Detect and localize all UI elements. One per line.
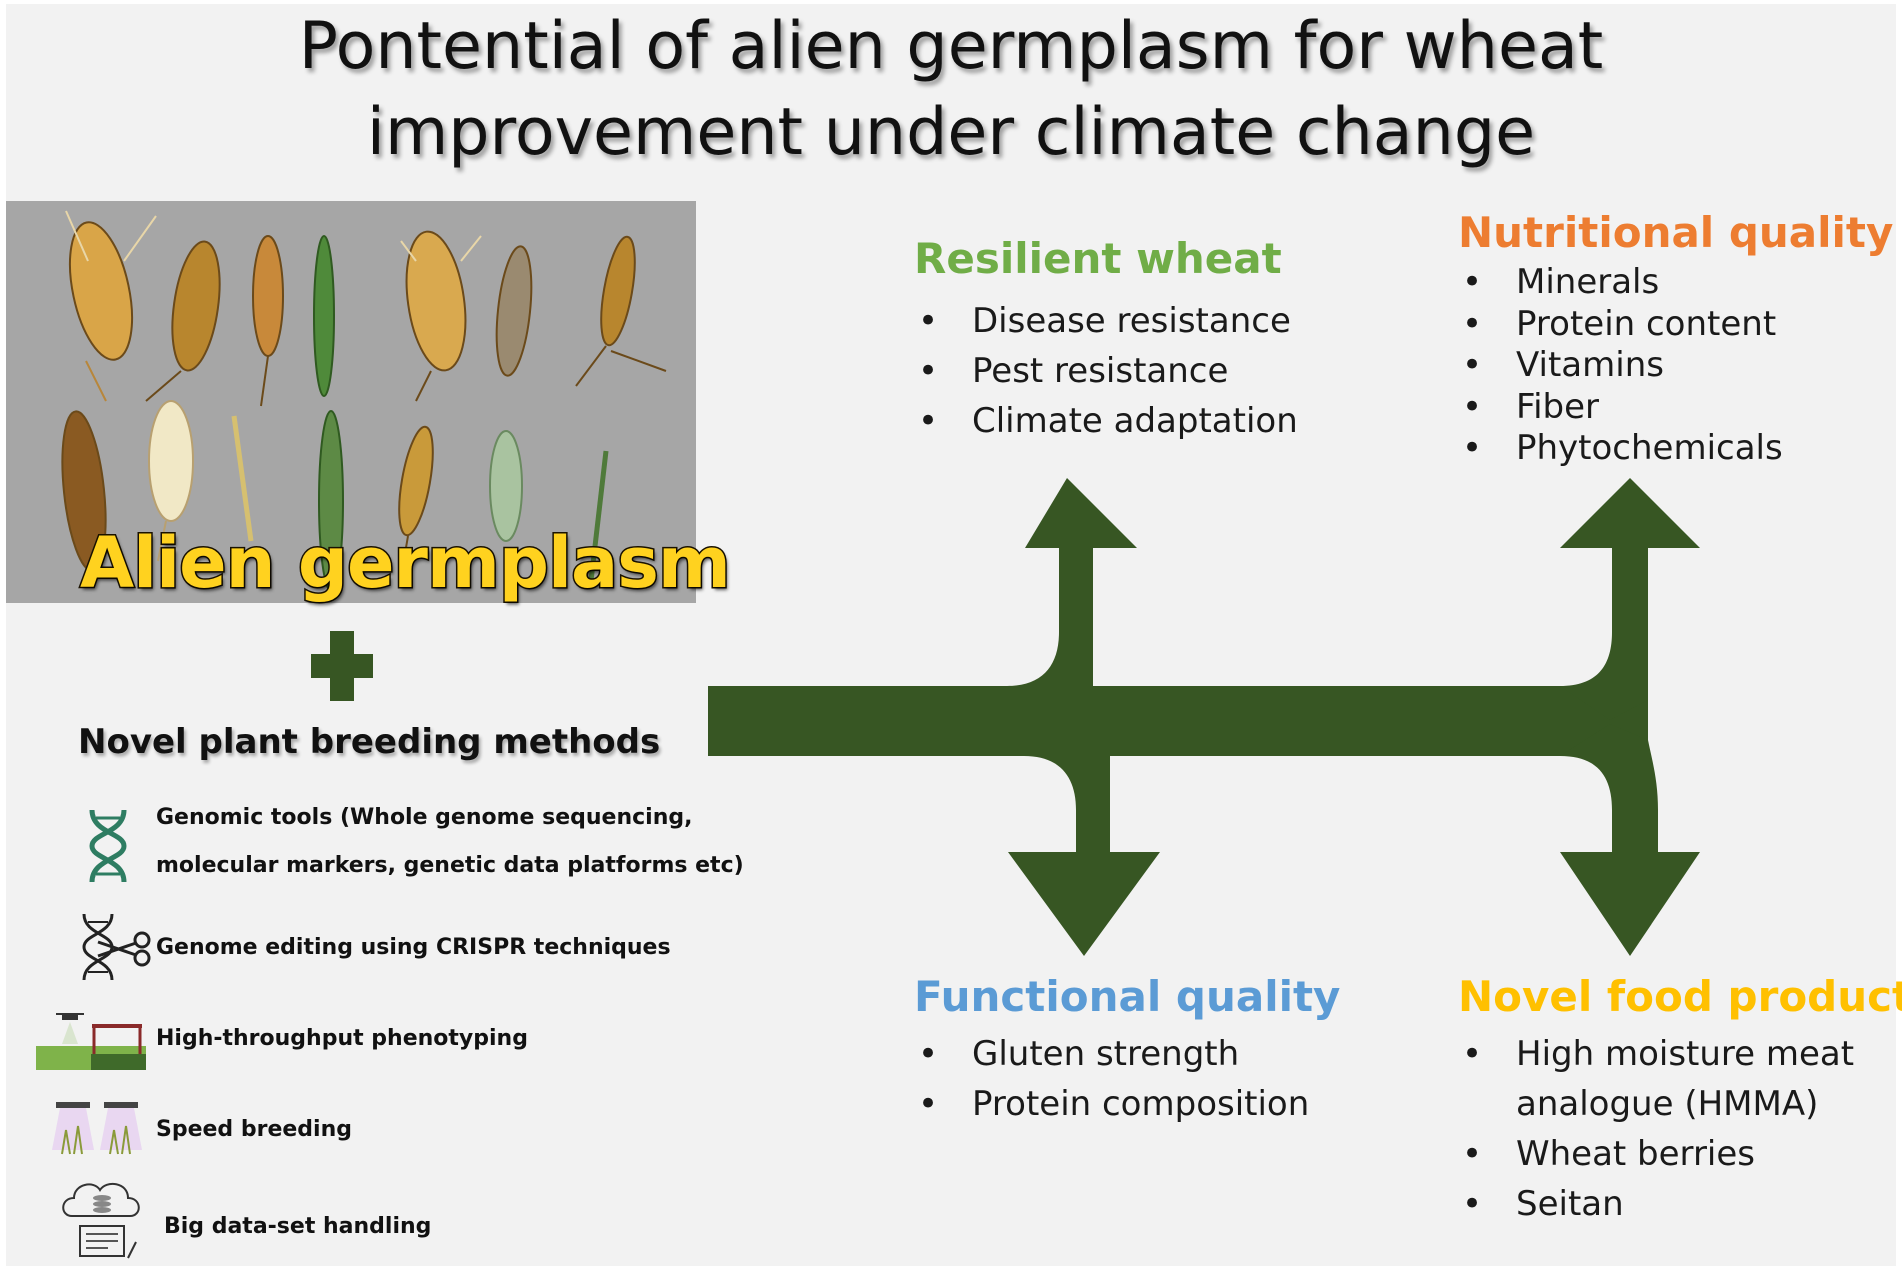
list-item: Vitamins bbox=[1456, 345, 1783, 387]
resilient-wheat-title: Resilient wheat bbox=[914, 234, 1282, 283]
alien-germplasm-label: Alien germplasm bbox=[79, 521, 733, 606]
cloud-database-icon bbox=[62, 1182, 140, 1259]
list-item: Protein content bbox=[1456, 304, 1783, 346]
methods-title: Novel plant breeding methods bbox=[78, 722, 661, 762]
alien-germplasm-photo bbox=[6, 201, 696, 603]
list-item: Phytochemicals bbox=[1456, 428, 1783, 470]
list-item: Protein composition bbox=[912, 1079, 1309, 1129]
dna-icon bbox=[89, 809, 127, 883]
page-title: Pontential of alien germplasm for wheat … bbox=[0, 4, 1902, 176]
list-item: High moisture meat bbox=[1456, 1029, 1854, 1079]
plus-icon bbox=[311, 631, 373, 701]
drone-field-icon bbox=[36, 1013, 146, 1070]
method-genome-editing: Genome editing using CRISPR techniques bbox=[156, 935, 671, 960]
list-item: Gluten strength bbox=[912, 1029, 1309, 1079]
nutritional-quality-title: Nutritional quality bbox=[1458, 208, 1894, 257]
list-item: Disease resistance bbox=[912, 296, 1298, 346]
list-item: Minerals bbox=[1456, 262, 1783, 304]
arrow-trunk bbox=[708, 686, 1648, 756]
grow-lights-icon bbox=[52, 1102, 142, 1155]
list-item: Seitan bbox=[1456, 1179, 1854, 1229]
list-item-continuation: analogue (HMMA) bbox=[1516, 1084, 1819, 1124]
resilient-wheat-list: Disease resistance Pest resistance Clima… bbox=[912, 296, 1298, 446]
method-phenotyping: High-throughput phenotyping bbox=[156, 1026, 528, 1051]
novel-food-products-list: High moisture meat analogue (HMMA) Wheat… bbox=[1456, 1029, 1854, 1229]
novel-food-products-title: Novel food products bbox=[1458, 972, 1902, 1021]
list-item: Pest resistance bbox=[912, 346, 1298, 396]
list-item: Wheat berries bbox=[1456, 1129, 1854, 1179]
arrow-up-resilient bbox=[1007, 478, 1137, 686]
arrow-down-functional bbox=[1008, 756, 1160, 956]
method-big-data: Big data-set handling bbox=[164, 1214, 432, 1239]
nutritional-quality-list: Minerals Protein content Vitamins Fiber … bbox=[1456, 262, 1783, 470]
list-item: Fiber bbox=[1456, 387, 1783, 429]
method-genomic-tools-line1: Genomic tools (Whole genome sequencing, bbox=[156, 805, 693, 830]
title-line-1: Pontential of alien germplasm for wheat bbox=[298, 9, 1604, 84]
dna-scissors-icon bbox=[82, 913, 151, 981]
arrow-up-nutritional bbox=[1560, 478, 1700, 720]
functional-quality-list: Gluten strength Protein composition bbox=[912, 1029, 1309, 1129]
title-line-2: improvement under climate change bbox=[366, 95, 1536, 170]
list-item: Climate adaptation bbox=[912, 396, 1298, 446]
functional-quality-title: Functional quality bbox=[914, 972, 1341, 1021]
method-speed-breeding: Speed breeding bbox=[156, 1117, 352, 1142]
method-genomic-tools-line2: molecular markers, genetic data platform… bbox=[156, 853, 744, 878]
wheat-spikes-illustration bbox=[61, 210, 667, 592]
arrow-down-novel bbox=[1560, 724, 1700, 956]
